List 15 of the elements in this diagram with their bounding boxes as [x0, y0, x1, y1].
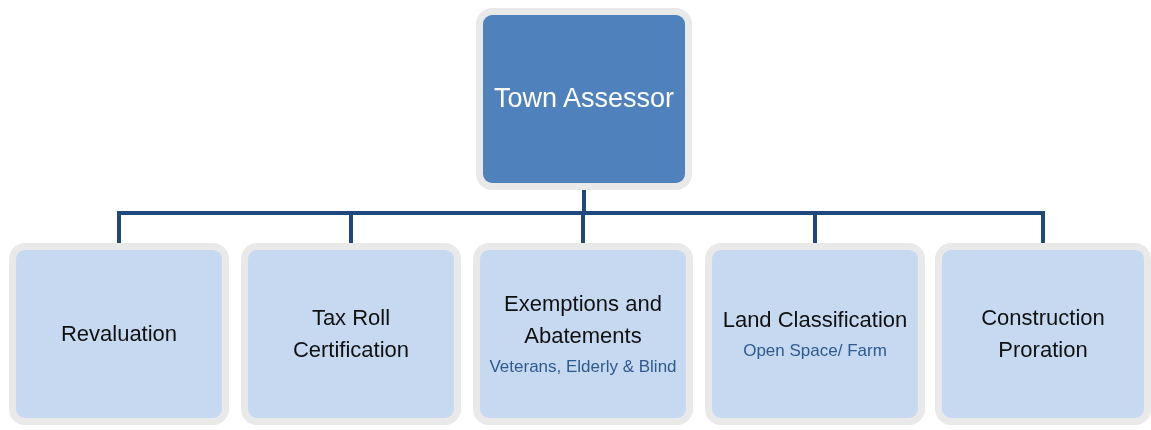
box-subtitle: Veterans, Elderly & Blind — [489, 356, 677, 379]
box-title: Town Assessor — [493, 82, 675, 116]
box-title: Exemptions and Abatements — [503, 290, 663, 351]
box-title: Land Classification — [722, 306, 908, 335]
box-title: Construction Proration — [980, 304, 1106, 364]
function-box — [935, 243, 1151, 425]
connector-line — [582, 190, 1045, 243]
box-subtitle: Open Space/ Farm — [743, 340, 887, 363]
function-box — [241, 243, 461, 425]
box-title: Tax Roll Certification — [291, 304, 411, 364]
box-title: Revaluation — [60, 320, 178, 349]
function-box — [473, 243, 693, 425]
function-box — [9, 243, 229, 425]
function-box — [705, 243, 925, 425]
head-box — [476, 8, 692, 190]
